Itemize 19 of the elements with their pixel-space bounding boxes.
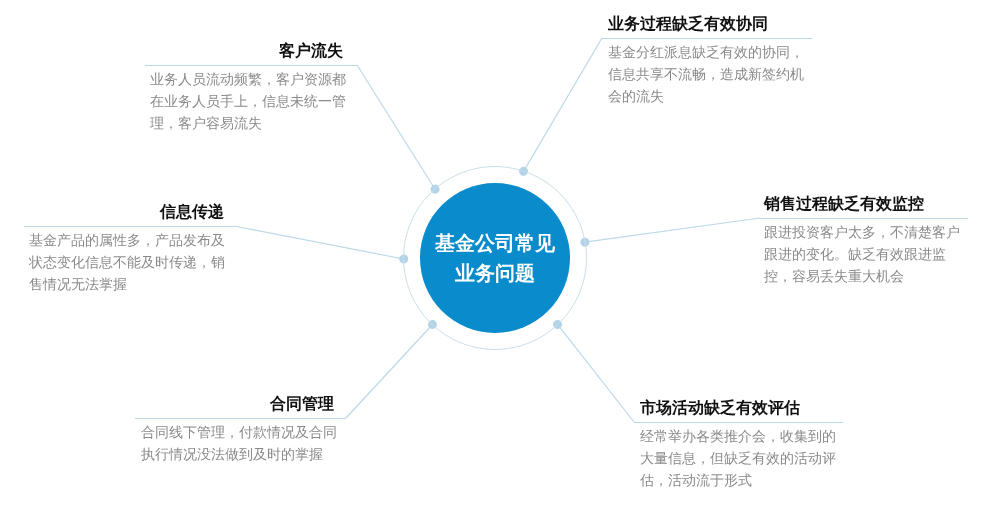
topic-description: 基金产品的属性多，产品发布及状态变化信息不能及时传递，销售情况无法掌握 [29,231,226,294]
topic-description: 合同线下管理，付款情况及合同执行情况没法做到及时的掌握 [141,423,338,464]
topic-description: 业务人员流动频繁，客户资源都在业务人员手上，信息未统一管理，客户容易流失 [150,70,347,133]
topic-heading: 销售过程缺乏有效监控 [764,193,924,215]
hub-title: 基金公司常见业务问题 [433,229,556,287]
topic-heading: 合同管理 [270,393,334,415]
topic-heading: 市场活动缺乏有效评估 [640,397,800,419]
connector-line [553,320,635,423]
connector-line [519,37,603,176]
topic-description: 跟进投资客户太多，不清楚客户跟进的变化。缺乏有效跟进监控，容易丢失重大机会 [764,223,961,286]
topic-heading: 信息传递 [160,201,224,223]
connector-line [345,320,437,419]
connector-line [356,64,440,194]
connector-line [233,225,409,264]
connector-line [580,217,761,247]
topic-description: 经常举办各类推介会，收集到的大量信息，但缺乏有效的活动评估，活动流于形式 [640,427,837,490]
topic-heading: 业务过程缺乏有效协同 [608,13,768,35]
topic-heading: 客户流失 [279,40,343,62]
topic-description: 基金分红派息缺乏有效的协同，信息共享不流畅，造成新签约机会的流失 [608,43,805,106]
